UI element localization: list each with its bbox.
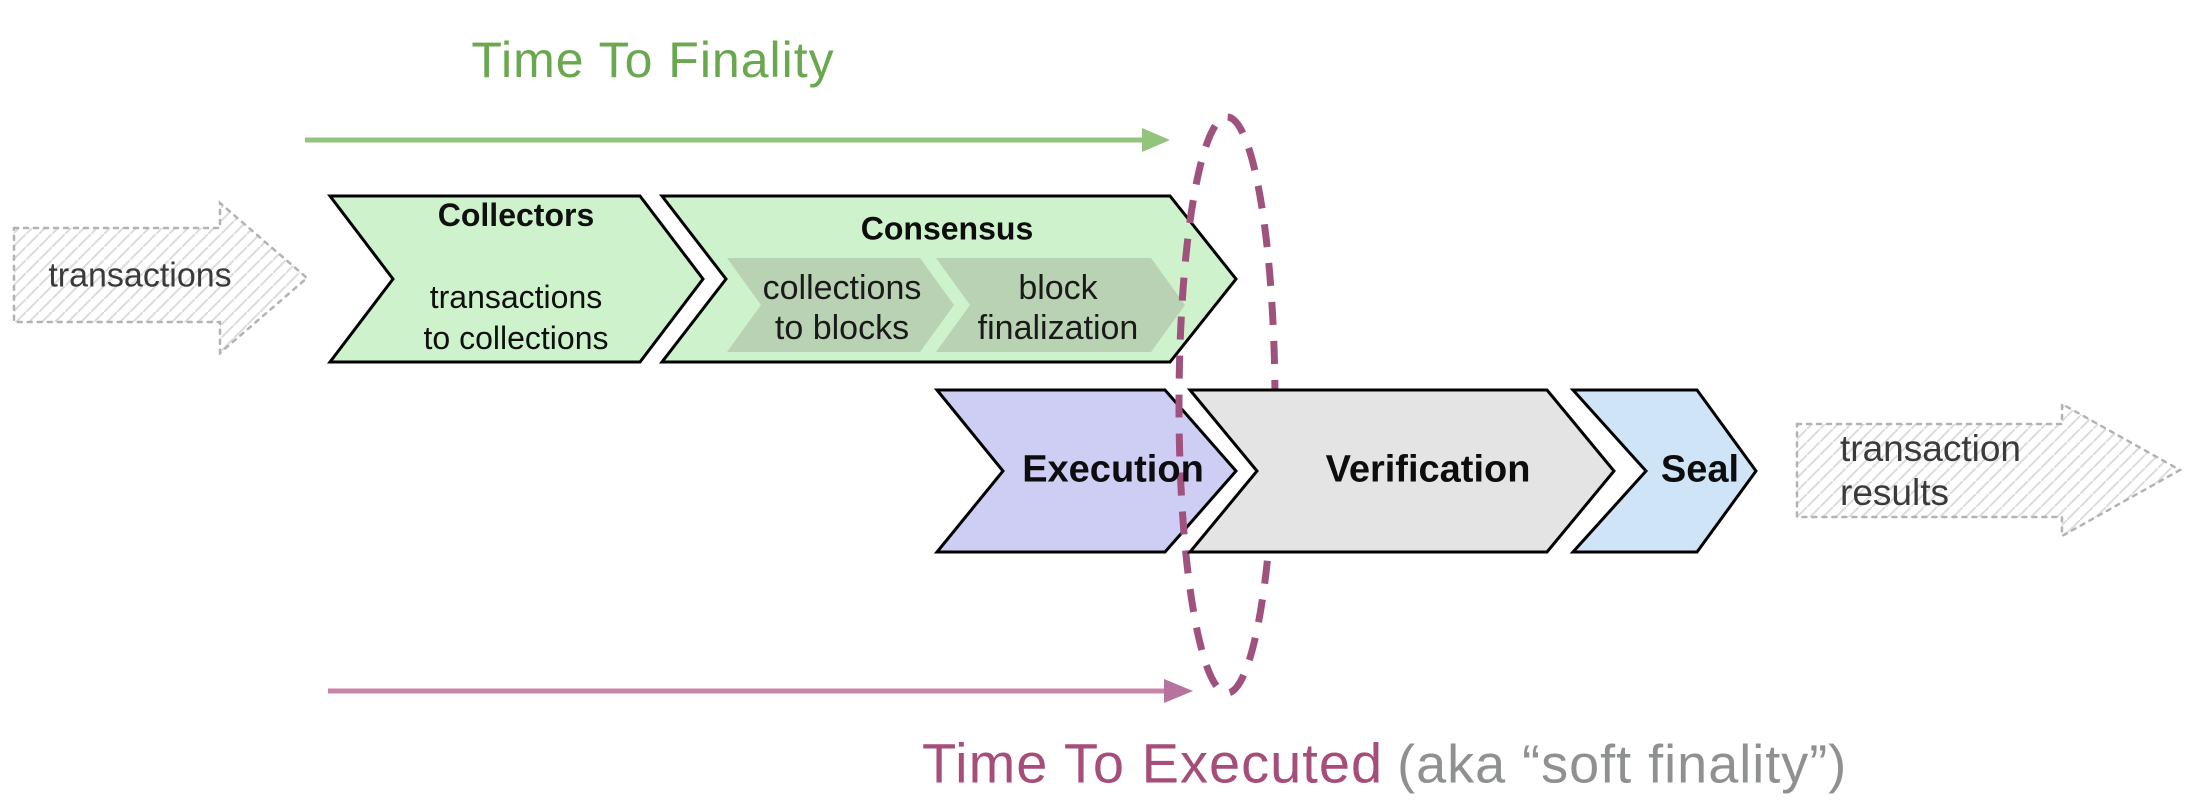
- time-to-executed-arrowhead: [1164, 679, 1193, 703]
- verification-label: Verification: [1325, 448, 1531, 491]
- collectors-subtitle: transactions to collections: [423, 279, 609, 356]
- time-to-finality-arrowhead: [1142, 128, 1170, 152]
- time-to-executed-title: Time To Executed: [922, 731, 1384, 795]
- consensus-title: Consensus: [860, 210, 1034, 247]
- soft-finality-note: (aka “soft finality”): [1397, 734, 1848, 795]
- collectors-title: Collectors: [437, 197, 595, 233]
- seal-label: Seal: [1660, 448, 1740, 491]
- verification-chevron: [1186, 388, 1616, 554]
- collections-to-blocks-subchevron: [727, 258, 954, 352]
- block-finalization-subchevron: [936, 258, 1185, 352]
- seal-chevron: [1569, 388, 1758, 554]
- collectors-label: Collectors transactions to collections: [424, 154, 609, 400]
- transactions-input-arrow: [12, 200, 309, 356]
- transaction-results-output-arrow: [1795, 401, 2183, 539]
- transaction-results-label: transaction results: [1840, 428, 2021, 513]
- transactions-label: transactions: [48, 256, 232, 295]
- execution-label: Execution: [1022, 448, 1204, 491]
- time-to-executed-caption: Time To Executed(aka “soft finality”): [922, 731, 1847, 796]
- execution-chevron: [933, 388, 1238, 554]
- time-to-finality-title: Time To Finality: [471, 32, 835, 88]
- block-finalization-label: block finalization: [977, 269, 1139, 347]
- collections-to-blocks-label: collections to blocks: [762, 269, 922, 347]
- collectors-chevron: [326, 194, 705, 364]
